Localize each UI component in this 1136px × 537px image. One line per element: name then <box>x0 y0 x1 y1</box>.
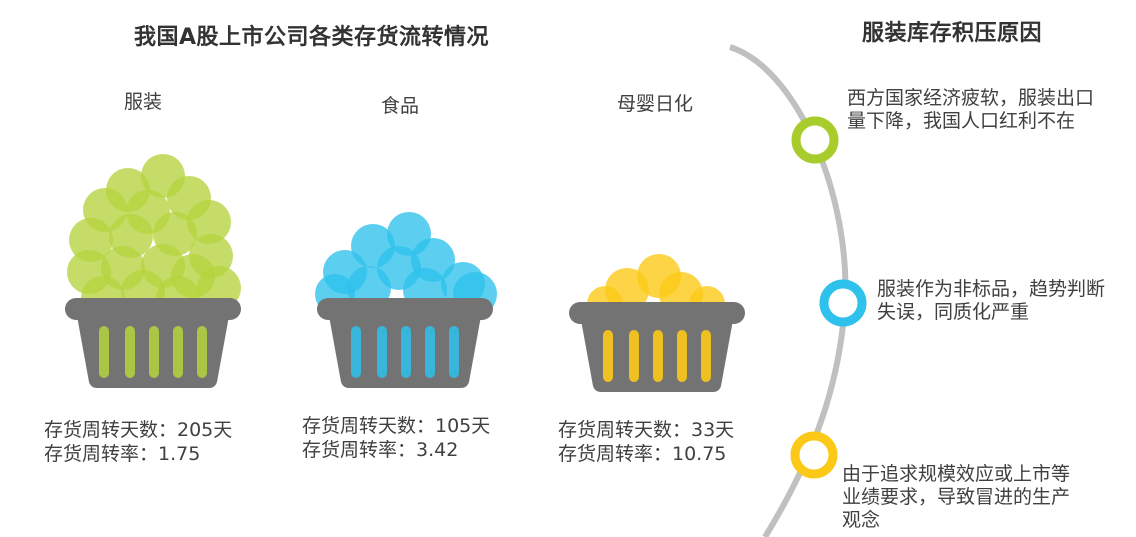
category-label-mother-baby: 母婴日化 <box>617 93 694 115</box>
mother-baby-stats: 存货周转天数：33天 存货周转率：10.75 <box>558 418 734 466</box>
reason-1-text: 西方国家经济疲软，服装出口量下降，我国人口红利不在 <box>847 87 1095 132</box>
reason-2-ring-icon <box>819 279 867 327</box>
backlog-reasons-title: 服装库存积压原因 <box>862 21 1043 46</box>
category-label-food: 食品 <box>381 95 420 117</box>
reason-1-ring-icon <box>791 116 839 164</box>
reason-2-text: 服装作为非标品，趋势判断失误，同质化严重 <box>877 278 1106 323</box>
mother-baby-basket-icon <box>569 254 745 392</box>
food-turnover-days: 存货周转天数：105天 <box>302 415 491 437</box>
food-stats: 存货周转天数：105天 存货周转率：3.42 <box>302 414 490 462</box>
clothing-turnover-days: 存货周转天数：205天 <box>44 419 233 441</box>
reason-3-text: 由于追求规模效应或上市等业绩要求，导致冒进的生产观念 <box>842 463 1071 531</box>
clothing-turnover-rate: 存货周转率：1.75 <box>44 443 201 465</box>
food-basket-icon <box>315 212 497 388</box>
mother-baby-turnover-days: 存货周转天数：33天 <box>558 419 735 441</box>
inventory-turnover-title: 我国A股上市公司各类存货流转情况 <box>134 25 490 50</box>
reason-3-ring-icon <box>790 431 838 479</box>
clothing-stats: 存货周转天数：205天 存货周转率：1.75 <box>44 418 232 466</box>
clothing-basket-icon <box>65 154 241 388</box>
category-label-clothing: 服装 <box>124 91 163 113</box>
food-turnover-rate: 存货周转率：3.42 <box>302 439 459 461</box>
mother-baby-turnover-rate: 存货周转率：10.75 <box>558 443 727 465</box>
